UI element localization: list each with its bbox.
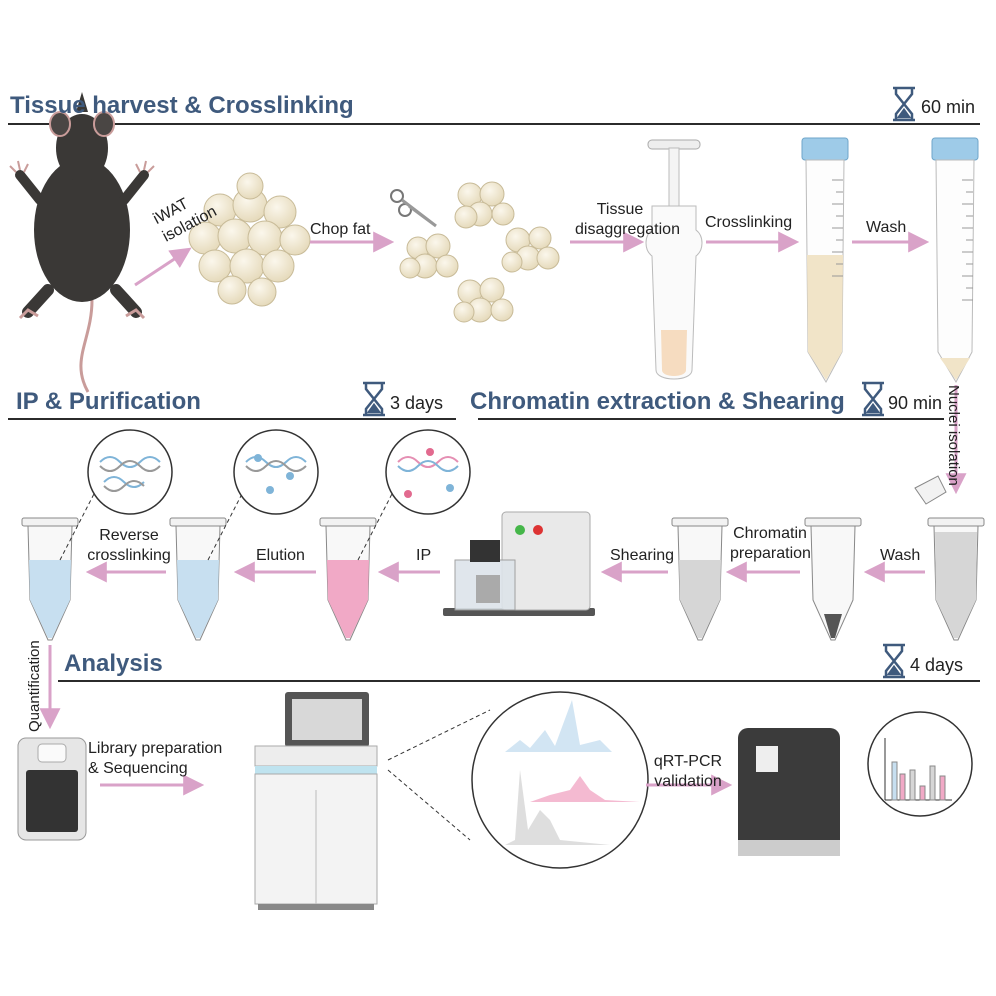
step-label-chromatin-line2: preparation — [730, 545, 811, 562]
section-title-harvest: Tissue harvest & Crosslinking — [10, 92, 354, 119]
step-label-wash-mid: Wash — [880, 547, 921, 564]
step-label-quantification: Quantification — [26, 640, 43, 732]
step-label-crosslinking: Crosslinking — [705, 214, 793, 231]
timer-harvest: 60 min — [921, 97, 976, 117]
tube-icon — [671, 517, 729, 641]
step-label-qrt-line1: qRT-PCR — [653, 753, 723, 770]
dna-zoom-icon — [207, 429, 319, 561]
step-label-reverse-crosslinking: Reverse crosslinking — [84, 526, 174, 566]
timer-analysis: 4 days — [910, 655, 964, 675]
section-title-ip: IP & Purification — [16, 388, 201, 415]
mouse-icon — [9, 92, 155, 393]
step-label-disagg-line2: disaggregation — [575, 221, 680, 238]
step-label-chromatin-prep: Chromatin preparation — [730, 524, 811, 564]
step-label-qrt-line2: validation — [654, 773, 722, 790]
section-title-chromatin: Chromatin extraction & Shearing — [470, 388, 845, 415]
tube-icon — [931, 137, 979, 384]
timer-ip: 3 days — [390, 393, 444, 413]
analysis-rule — [58, 680, 980, 682]
step-label-wash-top: Wash — [866, 219, 907, 236]
step-label-chromatin-line1: Chromatin — [733, 525, 807, 542]
tube-icon — [169, 517, 227, 641]
hourglass-icon — [893, 86, 915, 122]
harvest-rule — [8, 123, 980, 125]
step-label-shearing: Shearing — [610, 547, 675, 564]
step-label-reverse-line2: crosslinking — [87, 547, 171, 564]
step-label-reverse-line1: Reverse — [99, 527, 159, 544]
peaks-zoom-icon — [387, 691, 649, 869]
homogenizer-icon — [645, 139, 703, 380]
tube-icon — [21, 517, 79, 641]
dna-zoom-icon — [59, 429, 173, 561]
qubit-icon — [17, 737, 87, 841]
fat-tissue-icon — [188, 172, 311, 307]
qpcr-machine-icon — [738, 728, 840, 856]
section-title-analysis: Analysis — [64, 650, 163, 677]
step-label-ip: IP — [416, 547, 432, 564]
tube-icon — [804, 517, 862, 641]
step-label-qrt-pcr: qRT-PCR validation — [650, 752, 726, 792]
step-label-library-line2: & Sequencing — [88, 760, 188, 777]
sonicator-icon — [443, 511, 595, 616]
bar-chart-zoom-icon — [867, 711, 973, 817]
hourglass-icon — [363, 381, 385, 417]
sequencer-icon — [254, 692, 378, 910]
chopped-fat-icon — [399, 181, 560, 323]
step-label-library-line1: Library preparation — [88, 740, 223, 757]
timer-chromatin: 90 min — [888, 393, 943, 413]
ip-rule — [8, 418, 456, 420]
step-label-disagg-line1: Tissue — [596, 201, 644, 218]
hourglass-icon — [862, 381, 884, 417]
hourglass-icon — [883, 643, 905, 679]
tube-icon — [914, 475, 985, 641]
step-label-library: Library preparation & Sequencing — [88, 739, 222, 779]
tube-icon — [801, 137, 849, 384]
scissors-icon — [390, 189, 437, 228]
tube-icon — [319, 517, 377, 641]
step-label-nuclei-isolation: Nuclei isolation — [945, 385, 962, 486]
dna-zoom-icon — [357, 429, 471, 561]
step-label-chop-fat: Chop fat — [310, 221, 371, 238]
step-label-disaggregation: Tissue disaggregation — [575, 200, 680, 240]
chromatin-rule — [478, 418, 944, 420]
step-label-elution: Elution — [256, 547, 305, 564]
